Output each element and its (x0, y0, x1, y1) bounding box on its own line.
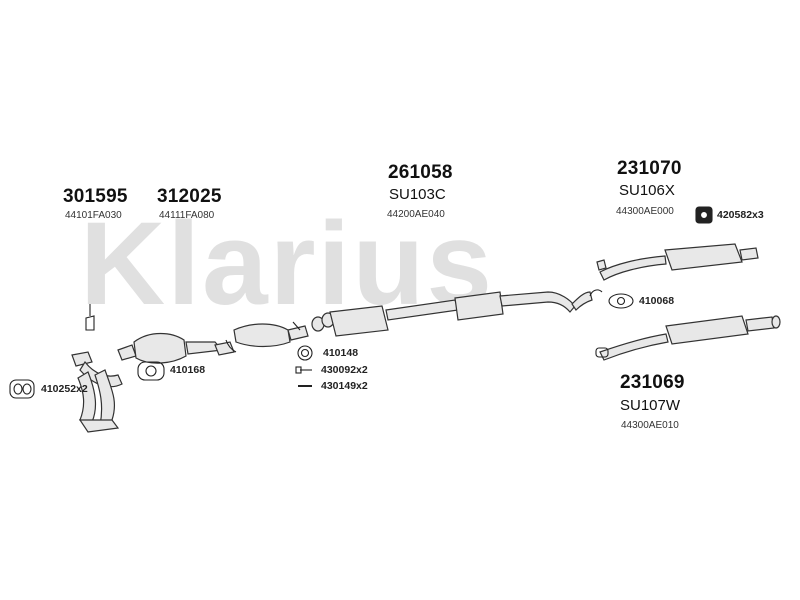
bolt-430092-icon (295, 366, 312, 374)
fitting-label-430092: 430092x2 (321, 364, 368, 376)
fitting-label-420582: 420582x3 (717, 209, 764, 221)
oe-number-312025: 44111FA080 (159, 210, 215, 221)
klarius-watermark: Klarius (80, 198, 495, 330)
code-231069: SU107W (620, 397, 681, 414)
oe-number-231069: 44300AE010 (621, 420, 679, 431)
rear-silencer-2-shape (599, 315, 781, 361)
fitting-label-410168: 410168 (170, 364, 206, 376)
gasket-410168-icon (137, 361, 165, 381)
centre-silencer-shape (311, 291, 593, 337)
part-number-231069: 231069 (620, 372, 685, 393)
hanger-icon (225, 321, 301, 353)
fitting-label-410252: 410252x2 (41, 383, 88, 395)
rear-clamp-icon (589, 289, 609, 358)
oe-number-231070: 44300AE000 (616, 206, 674, 217)
fitting-label-430149: 430149x2 (321, 380, 368, 392)
code-261058: SU103C (389, 186, 446, 203)
ring-410148-icon (297, 345, 313, 361)
front-downpipe-shape (71, 351, 123, 433)
gasket-410068-icon (608, 293, 634, 309)
rear-silencer-1-shape (596, 243, 759, 281)
catalytic-converter-1-shape (117, 332, 235, 364)
mount-420582-icon (695, 206, 713, 224)
oe-number-261058: 44200AE040 (387, 209, 445, 220)
part-number-231070: 231070 (617, 158, 682, 179)
fitting-label-410068: 410068 (639, 295, 675, 307)
part-number-261058: 261058 (388, 162, 453, 183)
gasket-410252-icon (9, 379, 35, 399)
code-231070: SU106X (619, 182, 675, 199)
clamp-icon (85, 304, 95, 331)
oe-number-301595: 44101FA030 (65, 210, 122, 221)
catalytic-converter-2-shape (233, 323, 309, 348)
part-number-312025: 312025 (157, 186, 222, 207)
part-number-301595: 301595 (63, 186, 128, 207)
fitting-label-410148: 410148 (323, 347, 359, 359)
